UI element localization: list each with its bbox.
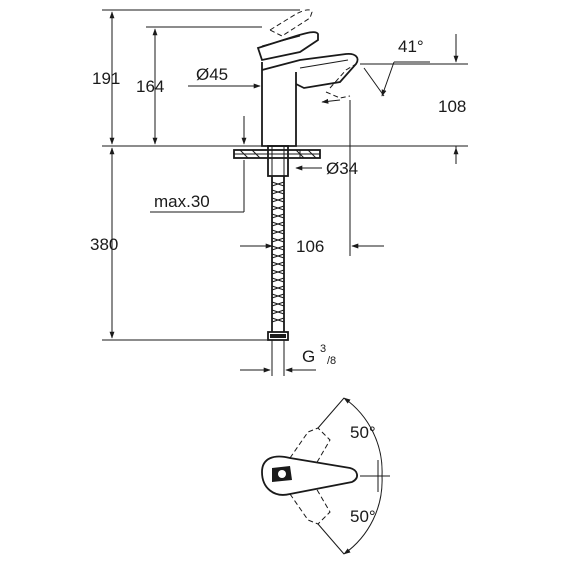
height-total-label: 191	[92, 69, 120, 88]
body-diameter-label: Ø45	[196, 65, 228, 84]
faucet-top-view	[261, 397, 390, 555]
spout-height-label: 108	[438, 97, 466, 116]
height-spout-label: 164	[136, 77, 164, 96]
rotation-top-label: 50°	[350, 423, 376, 442]
max-deck-label: max.30	[154, 192, 210, 211]
connection-label: G	[302, 347, 315, 366]
lever-angle-label: 41°	[398, 37, 424, 56]
hose-length-label: 380	[90, 235, 118, 254]
hole-diameter-label: Ø34	[326, 159, 358, 178]
mounting-assembly	[102, 145, 468, 177]
connection-num-label: 3	[320, 343, 326, 355]
faucet-side-view	[256, 9, 359, 147]
connection-den-label: /8	[327, 355, 336, 367]
dimension-lines	[102, 9, 468, 376]
supply-hose	[267, 176, 289, 341]
rotation-bottom-label: 50°	[350, 507, 376, 526]
reach-label: 106	[296, 237, 324, 256]
